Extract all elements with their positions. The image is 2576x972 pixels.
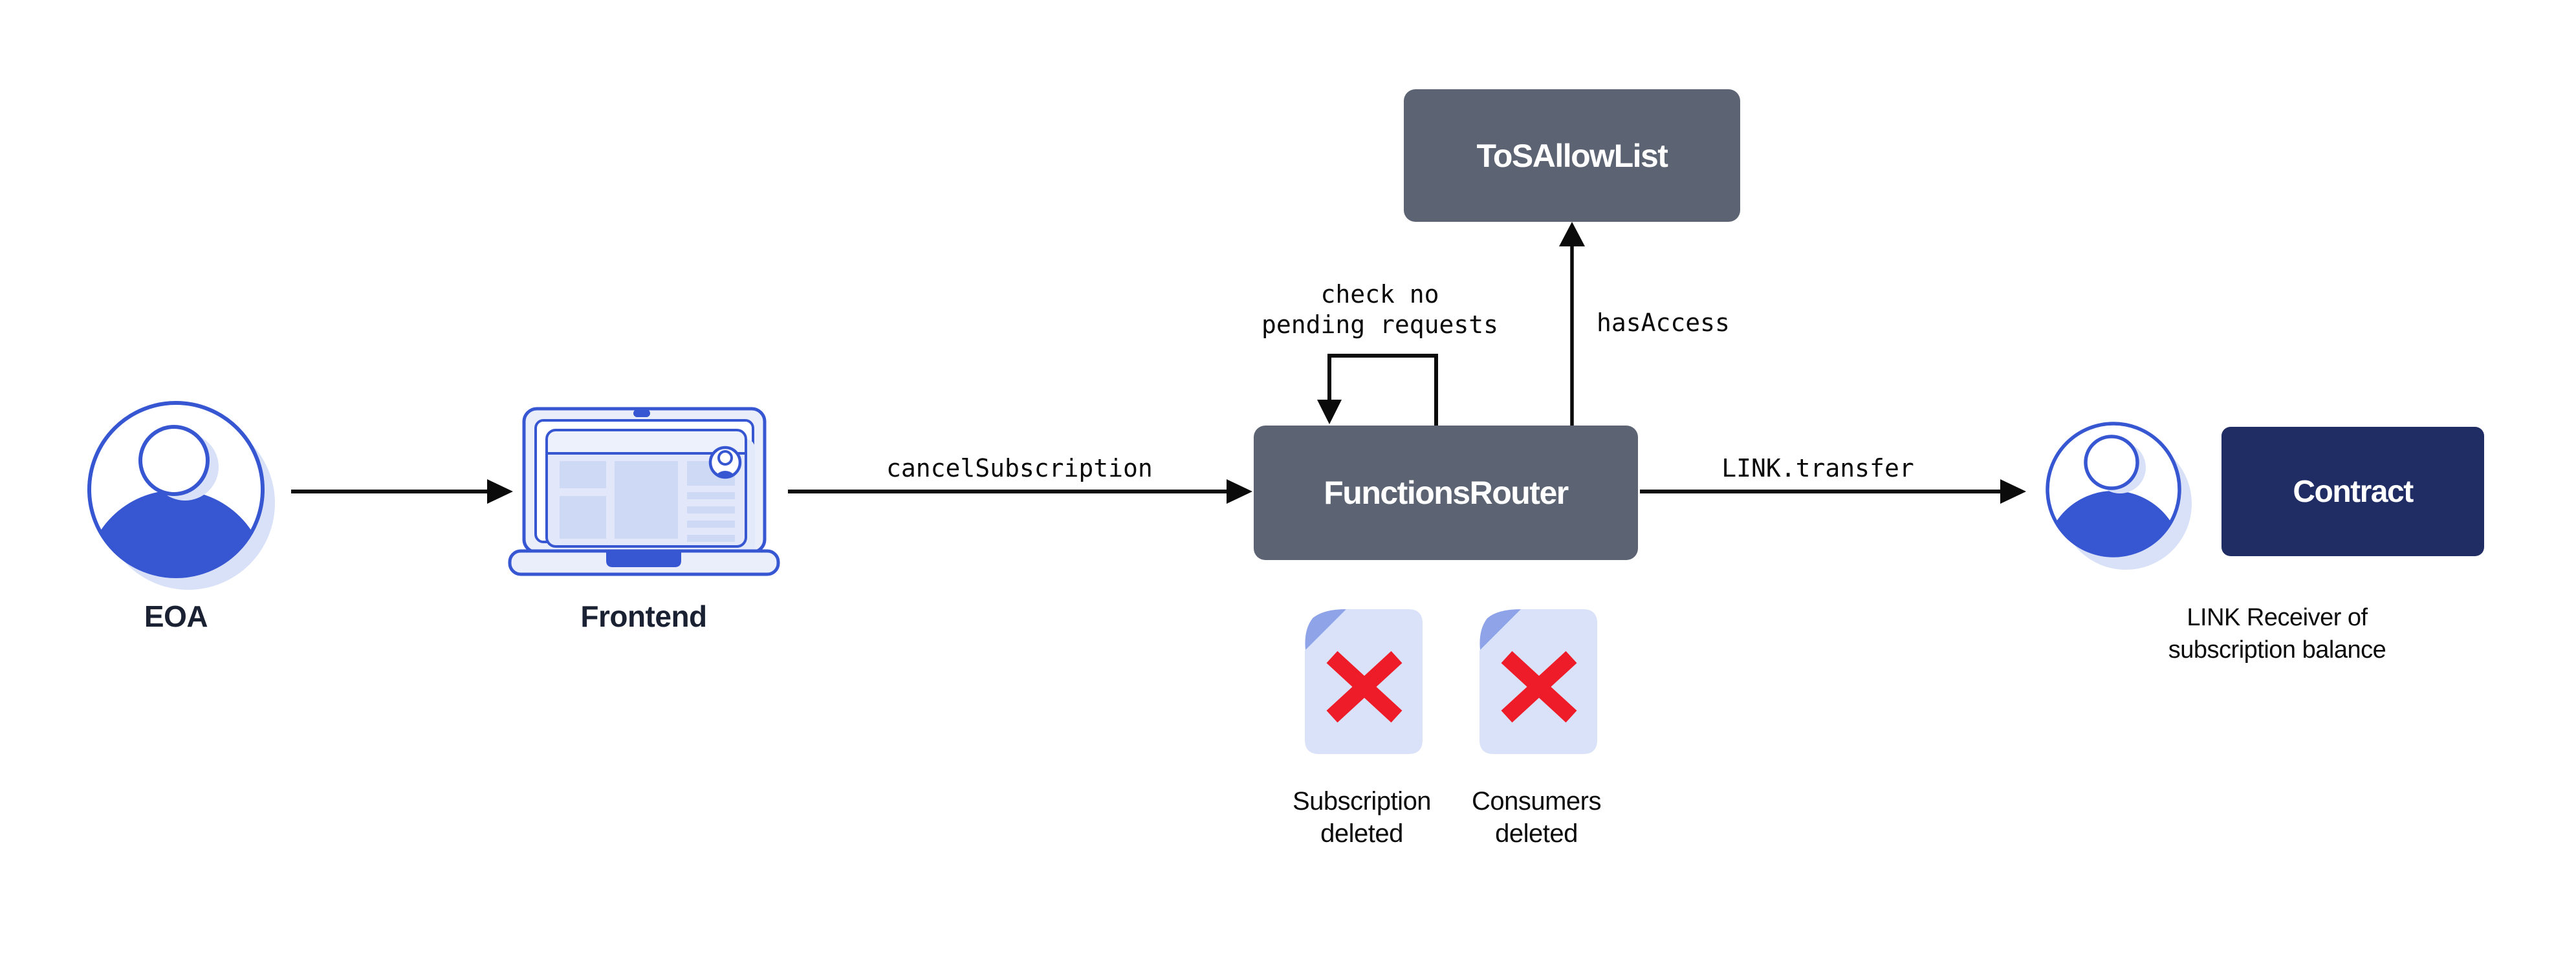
arrow-router-to-tosallowlist bbox=[1559, 222, 1585, 426]
node-functions-router-label: FunctionsRouter bbox=[1324, 475, 1569, 511]
red-x-icon bbox=[1326, 651, 1403, 723]
node-tosallowlist-label: ToSAllowList bbox=[1476, 137, 1668, 174]
consumers-deleted-doc-icon bbox=[1479, 609, 1597, 754]
subscription-deleted-doc-icon bbox=[1305, 609, 1423, 754]
arrow-eoa-to-frontend bbox=[291, 479, 513, 504]
arrow-frontend-to-router bbox=[788, 479, 1252, 504]
avatar-icon bbox=[708, 446, 742, 479]
eoa-person-icon bbox=[87, 401, 275, 590]
frontend-label: Frontend bbox=[580, 599, 707, 633]
frontend-laptop-icon bbox=[508, 407, 780, 576]
red-x-icon bbox=[1501, 651, 1577, 723]
consumers-deleted-caption: Consumers deleted bbox=[1471, 787, 1602, 848]
cancel-subscription-label: cancelSubscription bbox=[886, 454, 1153, 482]
node-tosallowlist: ToSAllowList bbox=[1404, 89, 1740, 222]
subscription-deleted-caption: Subscription deleted bbox=[1292, 787, 1432, 848]
webcam-icon bbox=[633, 409, 650, 417]
link-receiver-caption: LINK Receiver of subscription balance bbox=[2168, 604, 2386, 664]
arrow-router-self-loop bbox=[1317, 354, 1438, 426]
browser-window-icon bbox=[545, 429, 747, 548]
node-contract-label: Contract bbox=[2293, 474, 2414, 509]
check-pending-label: check no pending requests bbox=[1261, 280, 1499, 339]
node-functions-router: FunctionsRouter bbox=[1254, 426, 1638, 560]
eoa-label: EOA bbox=[144, 599, 208, 633]
has-access-label: hasAccess bbox=[1597, 308, 1730, 337]
link-transfer-label: LINK.transfer bbox=[1721, 454, 1914, 482]
link-receiver-person-icon bbox=[2046, 422, 2192, 570]
node-contract: Contract bbox=[2221, 427, 2484, 556]
arrow-router-to-receiver bbox=[1640, 479, 2026, 504]
